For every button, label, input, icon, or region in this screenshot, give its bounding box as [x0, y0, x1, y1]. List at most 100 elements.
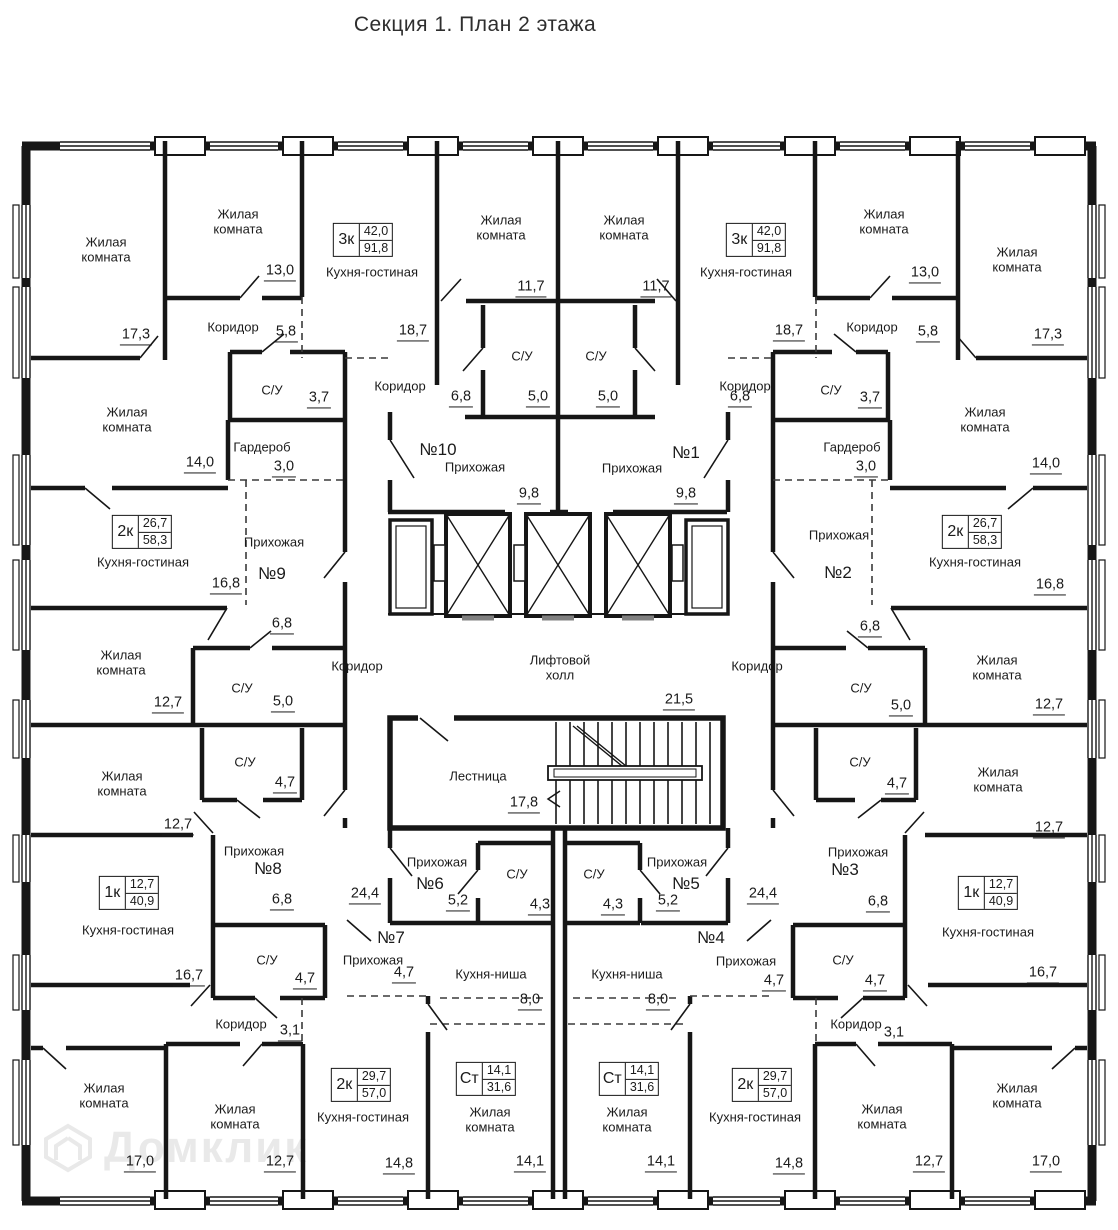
room-label: Прихожая — [223, 843, 285, 859]
area-value: 5,8 — [273, 323, 299, 343]
room-label: Жилая комната — [102, 404, 152, 435]
room-label: Жилая комната — [476, 212, 526, 243]
area-value: 17,0 — [123, 1153, 157, 1173]
area-value: 13,0 — [908, 264, 942, 284]
area-value: 3,1 — [277, 1022, 303, 1042]
total-area: 91,8 — [363, 240, 389, 255]
room-label: Жилая комната — [992, 244, 1042, 275]
apartment-number: №1 — [672, 442, 700, 462]
area-value: 5,2 — [655, 892, 681, 912]
room-label: Кухня-ниша — [591, 966, 663, 982]
area-value: 17,0 — [1029, 1153, 1063, 1173]
area-value: 14,8 — [382, 1155, 416, 1175]
domclick-watermark: Домклик — [42, 1122, 308, 1174]
room-label: С/У — [261, 382, 283, 398]
living-area: 29,7 — [758, 1069, 792, 1086]
area-value: 9,8 — [673, 485, 699, 505]
room-label: Прихожая — [601, 460, 663, 476]
area-value: 5,0 — [270, 693, 296, 713]
room-label: С/У — [583, 866, 605, 882]
living-area: 12,7 — [125, 877, 159, 894]
area-value: 12,7 — [263, 1153, 297, 1173]
area-value: 11,7 — [640, 278, 672, 298]
area-value: 12,7 — [151, 694, 185, 714]
total-area: 31,6 — [486, 1079, 512, 1094]
room-label: Кухня-гостиная — [82, 922, 174, 938]
total-area: 40,9 — [129, 893, 155, 908]
room-label: Жилая комната — [81, 234, 131, 265]
living-area: 14,1 — [482, 1063, 516, 1080]
room-label: Жилая комната — [602, 1104, 652, 1135]
area-value: 14,0 — [1029, 455, 1063, 475]
area-value: 5,0 — [888, 697, 914, 717]
room-label: С/У — [511, 348, 533, 364]
room-label: Жилая комната — [213, 206, 263, 237]
apartment-number: №10 — [419, 439, 457, 459]
room-label: Жилая комната — [599, 212, 649, 243]
area-value: 9,8 — [516, 485, 542, 505]
room-label: Кухня-гостиная — [317, 1109, 409, 1125]
room-label: Жилая комната — [79, 1080, 129, 1111]
apartment-number: №2 — [824, 562, 852, 582]
apartment-number: №6 — [416, 873, 444, 893]
area-value: 18,7 — [772, 322, 806, 342]
area-value: 17,3 — [1031, 326, 1065, 346]
area-value: 3,7 — [857, 389, 883, 409]
area-value: 12,7 — [912, 1153, 946, 1173]
room-label: Кухня-гостиная — [97, 554, 189, 570]
area-value: 13,0 — [263, 262, 297, 282]
area-value: 4,3 — [527, 896, 553, 916]
room-label: Прихожая — [715, 953, 777, 969]
area-value: 11,7 — [515, 278, 547, 298]
room-label: Прихожая — [406, 854, 468, 870]
area-value: 16,8 — [209, 575, 243, 595]
room-label: Жилая комната — [96, 647, 146, 678]
apartment-type: 2к — [332, 1068, 358, 1102]
area-value: 14,1 — [513, 1153, 547, 1173]
room-label: Кухня-ниша — [455, 966, 527, 982]
area-value: 4,7 — [884, 775, 910, 795]
apartment-type: 1к — [959, 876, 985, 910]
area-value: 14,1 — [644, 1153, 678, 1173]
living-area: 14,1 — [625, 1063, 659, 1080]
area-value: 3,1 — [881, 1024, 907, 1044]
area-value: 16,7 — [172, 967, 206, 987]
window-strips — [12, 140, 1106, 1207]
area-value: 17,8 — [507, 794, 541, 814]
watermark-text: Домклик — [104, 1123, 309, 1172]
house-icon — [44, 1123, 92, 1173]
total-area: 58,3 — [972, 532, 998, 547]
living-area: 29,7 — [357, 1069, 391, 1086]
area-value: 12,7 — [1032, 819, 1066, 839]
area-value: 3,0 — [271, 458, 297, 478]
area-value: 6,8 — [269, 891, 295, 911]
elevator-core — [388, 512, 730, 621]
apartment-type: Ст — [457, 1062, 483, 1096]
room-label: Коридор — [731, 658, 783, 674]
page-title: Секция 1. План 2 этажа — [353, 13, 597, 36]
room-label: Гардероб — [233, 439, 291, 455]
room-label: С/У — [231, 680, 253, 696]
apartment-number: №8 — [254, 858, 282, 878]
apartment-type: Ст — [600, 1062, 626, 1096]
apartment-type: 3к — [334, 223, 360, 257]
room-label: Гардероб — [823, 439, 881, 455]
room-label: Прихожая — [444, 459, 506, 475]
room-label: Коридор — [374, 378, 426, 394]
room-label: С/У — [820, 382, 842, 398]
total-area: 40,9 — [988, 893, 1014, 908]
area-value: 5,0 — [595, 388, 621, 408]
area-value: 4,3 — [600, 896, 626, 916]
total-area: 57,0 — [762, 1085, 788, 1100]
living-area: 26,7 — [968, 516, 1002, 533]
apartment-number: №4 — [697, 927, 725, 947]
total-area: 57,0 — [361, 1085, 387, 1100]
room-label: Коридор — [215, 1016, 267, 1032]
room-label: Жилая комната — [859, 206, 909, 237]
room-label: С/У — [256, 952, 278, 968]
